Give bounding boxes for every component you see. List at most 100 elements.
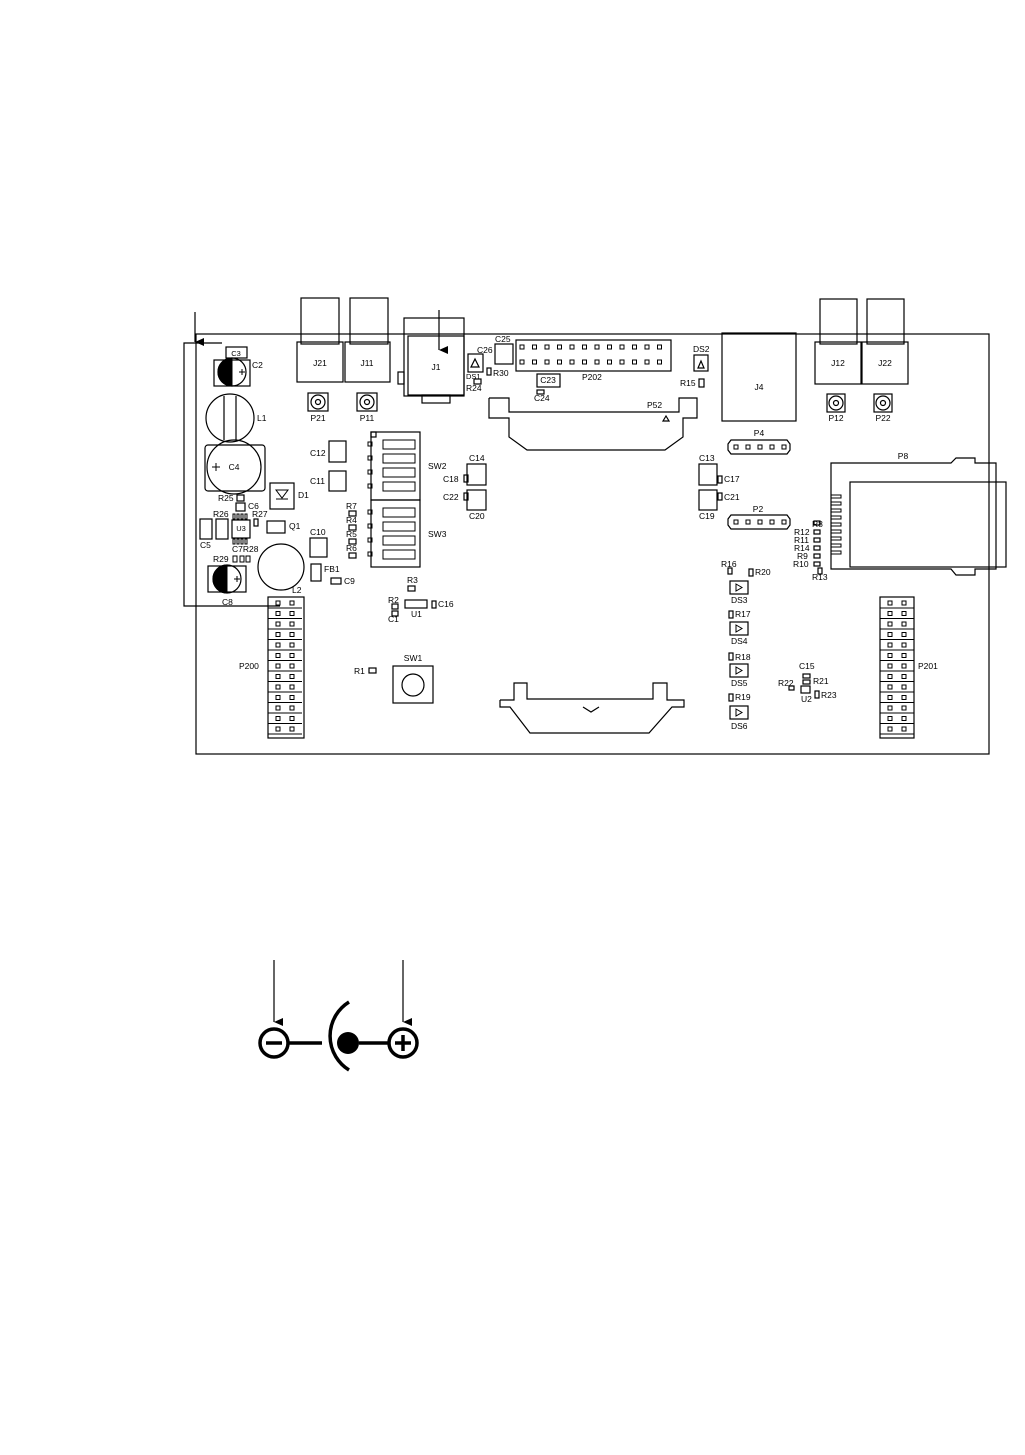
p201-pin (887, 726, 893, 732)
label-c18: C18 (443, 474, 459, 484)
label-r1: R1 (354, 666, 365, 676)
label-c7r28: C7R28 (232, 544, 259, 554)
label-r14: R14 (794, 543, 810, 553)
j21-connector (300, 297, 340, 345)
label-p11: P11 (360, 413, 375, 423)
sw3-slot (382, 507, 416, 518)
label-c1: C1 (388, 614, 399, 624)
c4-capacitor-base (204, 444, 266, 492)
p200-pin (289, 611, 295, 616)
j22-connector (866, 298, 905, 345)
c5-component-a (199, 518, 213, 540)
r29-resistor (239, 555, 245, 563)
r3-resistor (407, 585, 416, 592)
c18-capacitor (463, 474, 469, 483)
label-r21: R21 (813, 676, 829, 686)
p201-pin (901, 663, 907, 669)
c17-capacitor (717, 475, 723, 484)
label-r24: R24 (466, 383, 482, 393)
p200-pin (275, 674, 281, 679)
u3-chip (231, 519, 251, 539)
label-ds2: DS2 (693, 344, 710, 354)
p8-card (849, 481, 1007, 568)
r21-resistor (802, 679, 811, 685)
label-u3: U3 (236, 524, 246, 533)
ds5-led (729, 663, 749, 678)
r22-resistor (788, 685, 795, 691)
r4-resistor (348, 524, 357, 531)
bottom-connector-notch (582, 706, 600, 713)
q1-transistor (266, 520, 286, 534)
p201-pin (887, 684, 893, 690)
p4-pin (757, 444, 763, 450)
label-sw1: SW1 (404, 653, 423, 663)
label-c22: C22 (443, 492, 459, 502)
p202-pin (619, 359, 625, 365)
p12-sma-pin (832, 399, 840, 407)
r24-resistor (473, 378, 482, 385)
r17-resistor (728, 610, 734, 619)
p12-sma (826, 393, 846, 413)
sw2-slot (382, 453, 416, 464)
label-c21: C21 (724, 492, 740, 502)
u3-pin (232, 538, 236, 545)
r10-resistor (813, 561, 821, 567)
p200-pin (289, 726, 295, 732)
p201-pin (901, 684, 907, 690)
c22-capacitor (463, 492, 469, 501)
label-c2: C2 (252, 360, 263, 370)
p202-pin (632, 344, 637, 350)
label-r22: R22 (778, 678, 794, 688)
c6-component (235, 502, 246, 512)
u3-pin (240, 538, 244, 545)
p8-contact (830, 550, 842, 555)
p202-pin (657, 359, 662, 365)
p201-pin (901, 600, 907, 606)
j21-connector-body (296, 341, 344, 383)
p200-pin (289, 716, 295, 721)
label-c11: C11 (310, 476, 325, 486)
p200-pin (289, 642, 295, 648)
p8-contact (830, 536, 842, 541)
label-ds5: DS5 (731, 678, 748, 688)
label-q1: Q1 (289, 521, 301, 531)
label-j21: J21 (313, 358, 327, 368)
label-r16: R16 (721, 559, 737, 569)
c21-capacitor (717, 492, 723, 501)
p201-pin (887, 642, 893, 648)
label-c24: C24 (534, 393, 550, 403)
p200-pin (289, 674, 295, 679)
p201-header (879, 596, 915, 739)
p201-pin (887, 716, 893, 721)
sw2-slot (382, 467, 416, 478)
p8-card-slot (830, 457, 997, 576)
p202-pin (519, 344, 525, 350)
p202-pin (532, 359, 537, 365)
j1-jack-base (421, 394, 451, 404)
p52-pin1-marker (661, 414, 671, 422)
c9-capacitor (330, 577, 342, 585)
p202-pin (569, 359, 575, 365)
r29-resistor (245, 555, 251, 563)
c10-capacitor (309, 537, 328, 558)
p201-pin (901, 632, 907, 637)
p21-sma (307, 392, 329, 412)
label-c3: C3 (231, 349, 241, 358)
p201-pin (901, 716, 907, 721)
label-c12: C12 (310, 448, 326, 458)
label-r6: R6 (346, 543, 357, 553)
label-sw2: SW2 (428, 461, 447, 471)
c20-capacitor (466, 489, 487, 511)
label-c17: C17 (724, 474, 740, 484)
p8-contact (830, 494, 842, 499)
p201-pin (901, 642, 907, 648)
label-c23: C23 (540, 375, 556, 385)
p22-sma-ring (875, 395, 891, 411)
label-c15: C15 (799, 661, 815, 671)
label-c19: C19 (699, 511, 715, 521)
p201-pin (901, 726, 907, 732)
p8-contact (830, 543, 842, 548)
r12-resistor (813, 529, 821, 535)
positive-terminal-icon (387, 1027, 419, 1059)
label-r29: R29 (213, 554, 229, 564)
